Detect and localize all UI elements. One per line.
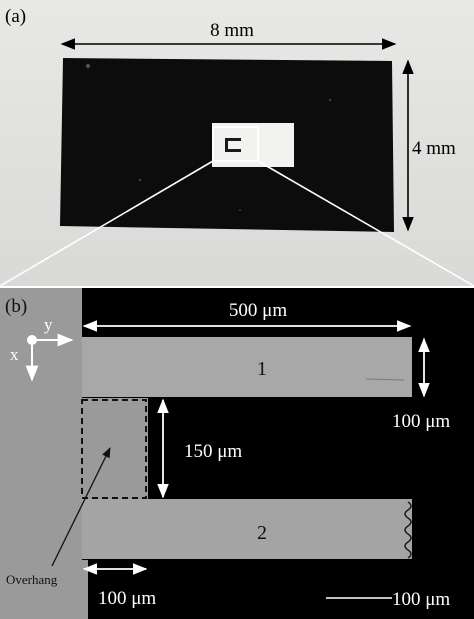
panel-b-svg: Overhang (b) y x 500 μm 1 2 100 μm 150 μ… xyxy=(0,288,450,619)
beam-2-number: 2 xyxy=(257,522,267,544)
length-label: 500 μm xyxy=(229,300,287,321)
axis-x-label: x xyxy=(10,345,19,364)
zoom-line-right xyxy=(257,160,474,286)
zoom-line-left xyxy=(0,160,214,286)
overhang-box xyxy=(81,399,147,499)
zoom-box xyxy=(212,126,259,162)
scale-bar-label: 100 μm xyxy=(392,589,450,610)
panel-a-photo: 8 mm 4 mm (a) xyxy=(0,0,474,286)
overhang-width-label: 100 μm xyxy=(98,588,156,609)
beam-width-label: 100 μm xyxy=(392,411,450,432)
overhang-label: Overhang xyxy=(6,572,58,587)
axis-y-label: y xyxy=(44,315,53,334)
panel-b-label: (b) xyxy=(5,296,27,317)
height-label: 4 mm xyxy=(412,138,456,159)
width-label: 8 mm xyxy=(210,20,254,41)
substrate-bottom xyxy=(82,560,88,619)
panel-a-label: (a) xyxy=(5,6,26,27)
beam-2 xyxy=(82,499,412,559)
gap-label: 150 μm xyxy=(184,441,242,462)
beam-1 xyxy=(82,337,412,397)
overhang-arrow xyxy=(51,447,111,567)
panel-b-micrograph: Overhang (b) y x 500 μm 1 2 100 μm 150 μ… xyxy=(0,288,474,619)
substrate xyxy=(0,288,82,619)
axis-origin xyxy=(27,335,37,345)
beam-2-wavy-edge xyxy=(404,501,412,559)
panel-a-svg: 8 mm 4 mm (a) xyxy=(0,6,474,286)
beam-1-number: 1 xyxy=(257,358,267,380)
